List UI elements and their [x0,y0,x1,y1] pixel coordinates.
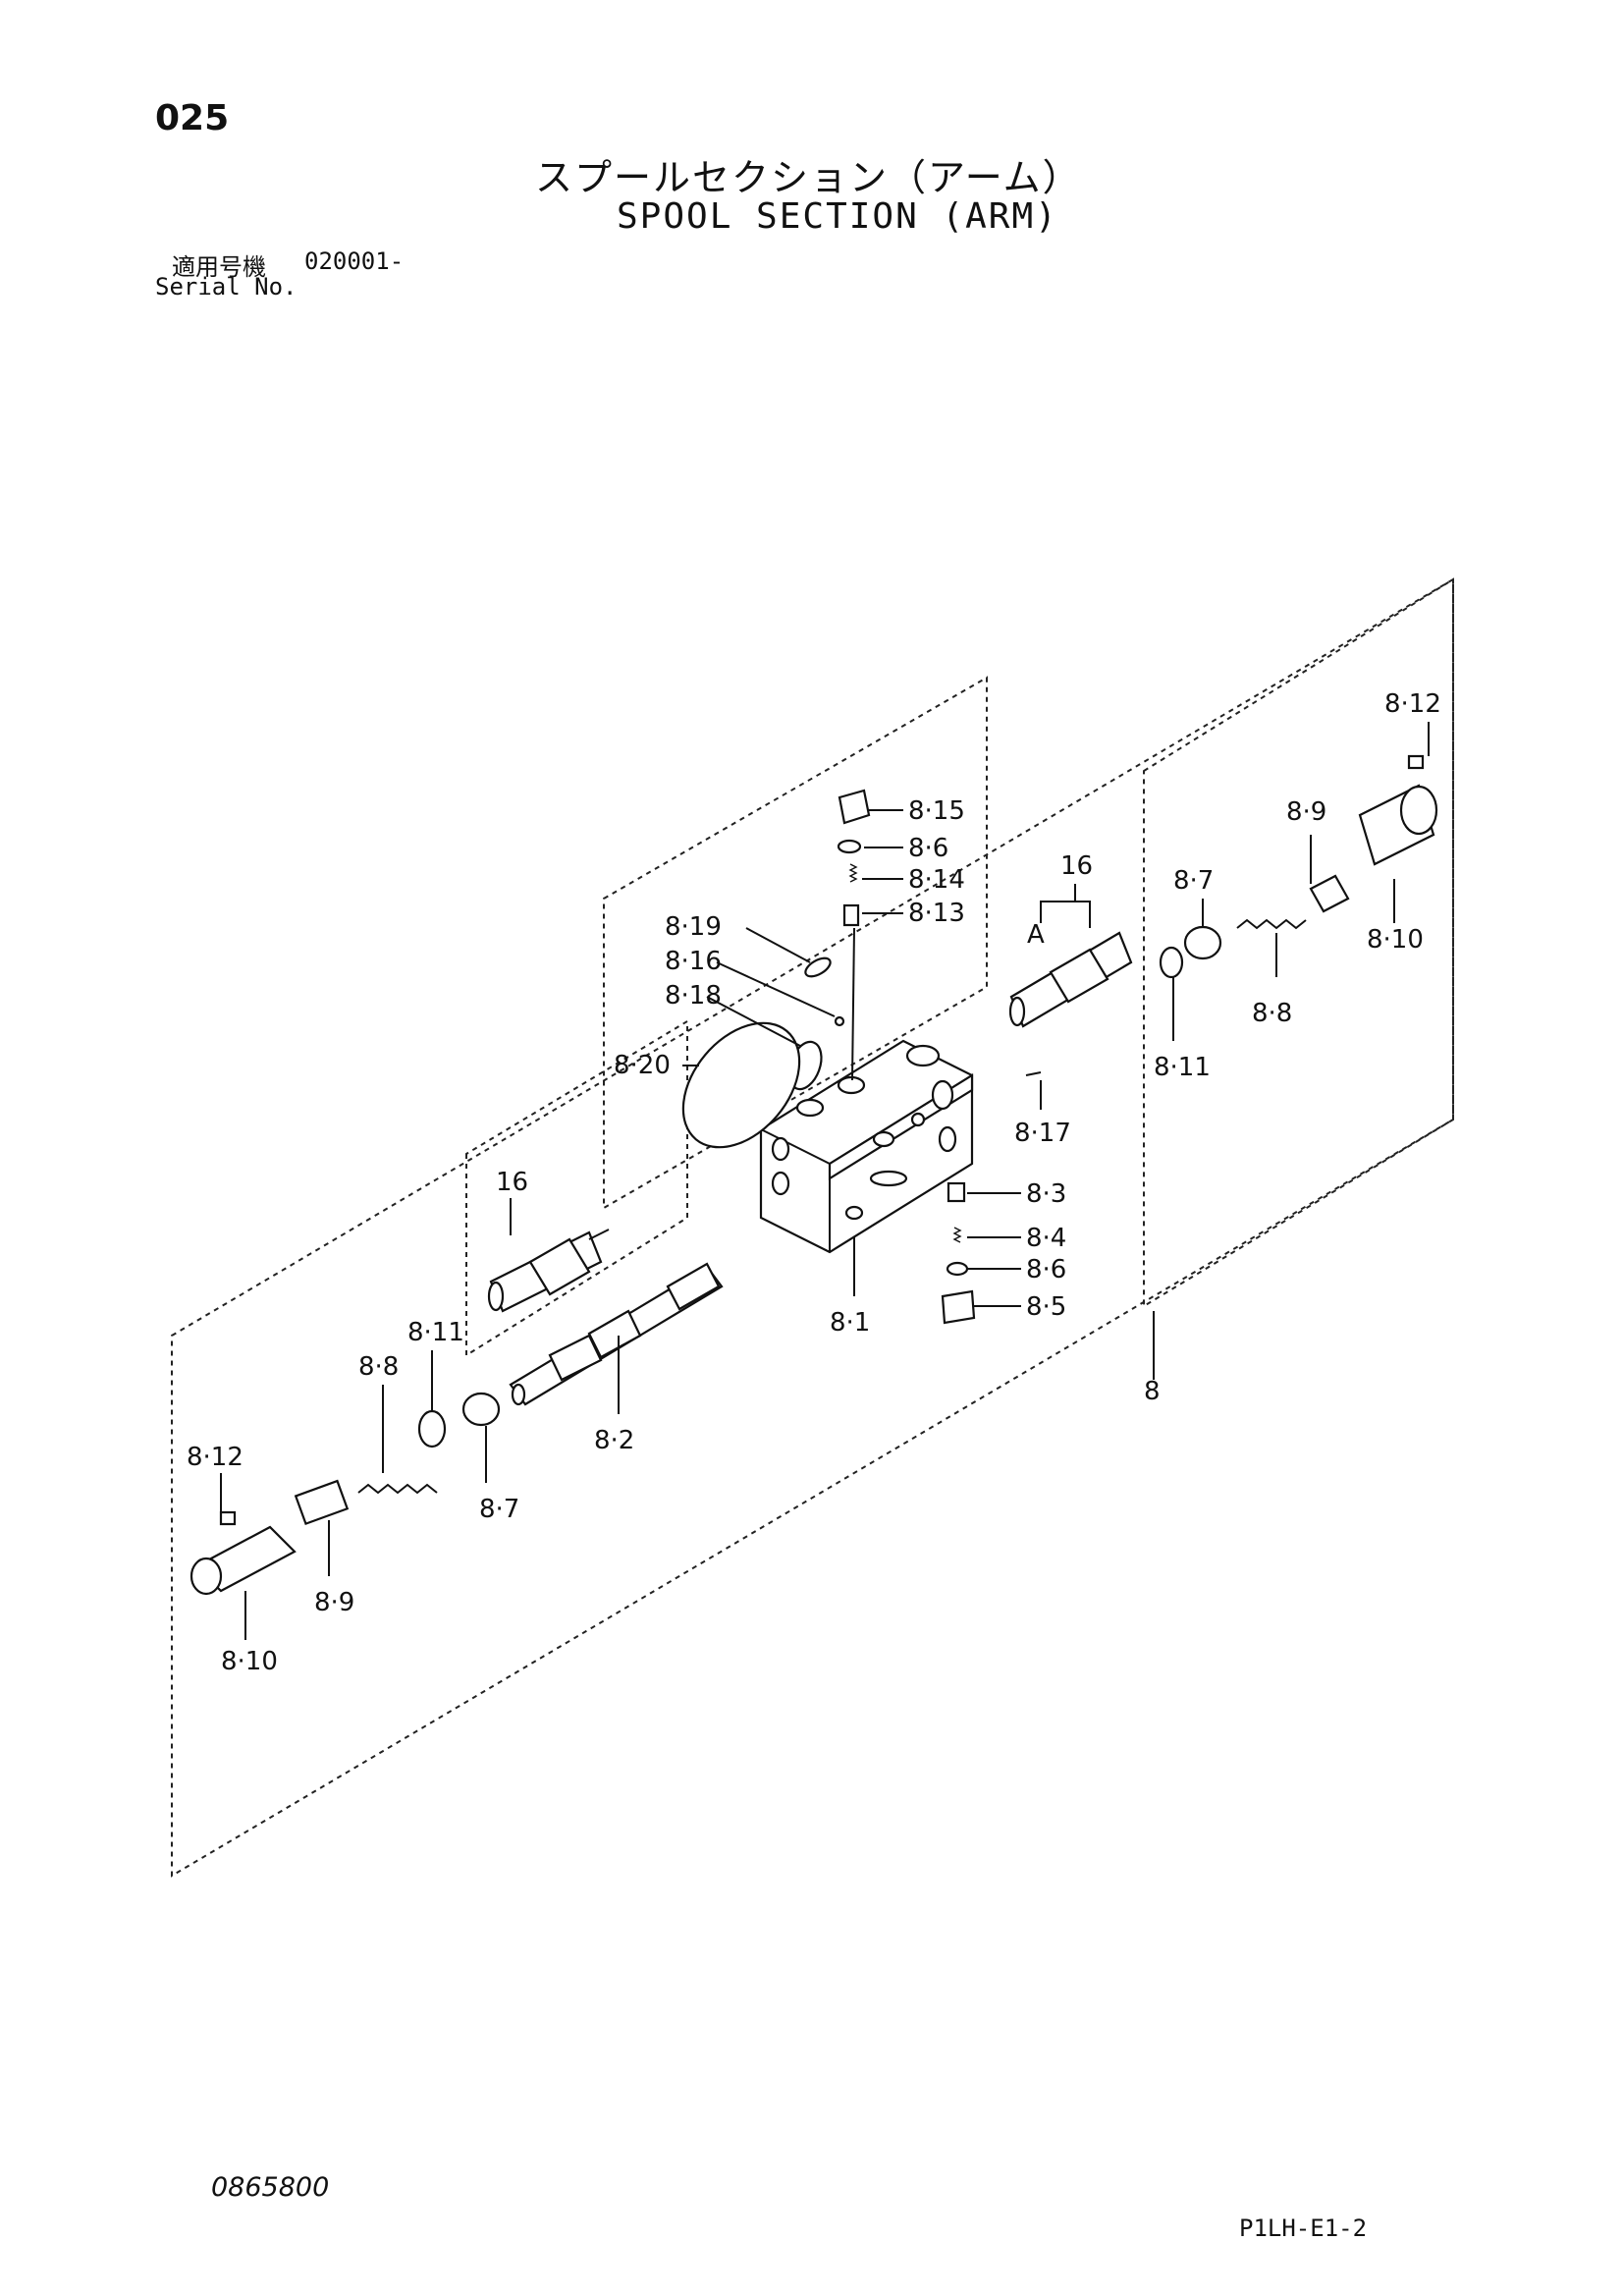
callout-16-left: 16 [496,1168,528,1197]
callout-8-1: 8·1 [830,1308,870,1338]
pin-8-16 [834,1015,845,1027]
callout-8-11-right: 8·11 [1154,1053,1211,1082]
document-number: 0865800 [211,2172,330,2203]
serial-label-english: Serial No. [155,273,298,301]
left-relief-group-outline [465,1019,688,1357]
callout-8-18: 8·18 [665,981,722,1011]
callout-8-10-left: 8·10 [221,1647,278,1676]
relief-valve-right-part [1008,931,1133,1028]
callout-8-2: 8·2 [594,1426,634,1455]
callout-8-7-left: 8·7 [479,1495,519,1524]
pin-8-17 [1025,1071,1042,1076]
callout-8-6-bottom: 8·6 [1026,1255,1066,1285]
serial-label-japanese: 適用号機 [172,253,266,281]
callout-8-19: 8·19 [665,912,722,942]
callout-a: A [1027,920,1045,950]
callout-8: 8 [1144,1377,1161,1406]
callout-8-20: 8·20 [614,1051,671,1080]
assembly-8-outline [171,577,1454,1878]
callout-8-7-right: 8·7 [1173,866,1214,896]
callout-8-15: 8·15 [908,796,965,826]
callout-8-12-left: 8·12 [187,1443,243,1472]
right-cover-group-outline [1143,577,1454,1308]
callout-8-16: 8·16 [665,947,722,976]
callout-8-14: 8·14 [908,865,965,895]
callout-8-4: 8·4 [1026,1224,1066,1253]
spool-part [509,1262,724,1406]
valve-body-part [759,1039,974,1254]
callout-8-8-left: 8·8 [358,1352,399,1382]
callout-8-12-top: 8·12 [1384,689,1441,719]
page-code: P1LH-E1-2 [1239,2214,1368,2242]
bottom-plug-stack-part [941,1181,976,1325]
serial-number-value: 020001- [304,247,405,275]
callout-8-9-right: 8·9 [1286,797,1326,827]
relief-valve-left-part [487,1229,610,1313]
top-plug-stack-part [837,789,871,927]
o-ring-8-20 [681,1021,801,1149]
callout-8-6-top: 8·6 [908,834,948,863]
callout-8-10-right: 8·10 [1367,925,1424,955]
page-title-english: SPOOL SECTION (ARM) [617,196,1058,237]
callout-16-right: 16 [1060,851,1093,881]
left-cover-group-part [189,1392,501,1596]
page-title-japanese: スプールセクション（アーム） [535,156,1082,199]
callout-8-5: 8·5 [1026,1292,1066,1322]
callout-8-17: 8·17 [1014,1119,1071,1148]
leader-lines [220,722,1430,1640]
upper-port-group-outline [603,676,988,1210]
page-number: 025 [155,98,230,138]
callout-8-9-left: 8·9 [314,1588,354,1617]
callout-8-3: 8·3 [1026,1179,1066,1209]
callout-8-11-left: 8·11 [407,1318,464,1347]
callout-8-13: 8·13 [908,899,965,928]
o-ring-8-19 [804,957,832,978]
callout-8-8-right: 8·8 [1252,999,1292,1028]
